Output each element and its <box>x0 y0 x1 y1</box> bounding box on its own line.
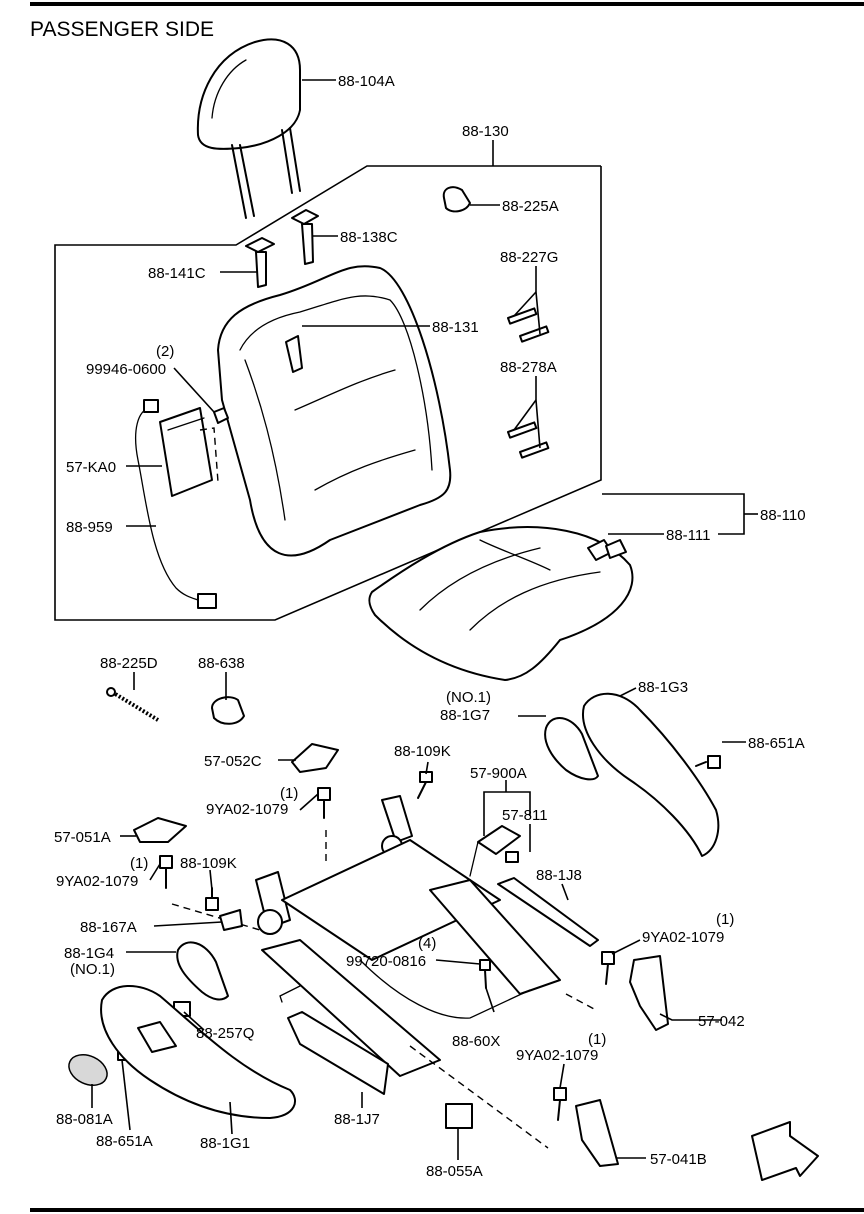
label-88-225A: 88-225A <box>502 198 559 215</box>
label-no1-b: (NO.1) <box>70 961 115 978</box>
label-88-651A-b: 88-651A <box>96 1133 153 1150</box>
label-9YA02-1079-d: 9YA02-1079 <box>516 1047 598 1064</box>
label-99946-0600: 99946-0600 <box>86 361 166 378</box>
label-88-1G4: 88-1G4 <box>64 945 114 962</box>
label-88-1G7: 88-1G7 <box>440 707 490 724</box>
label-88-055A: 88-055A <box>426 1163 483 1180</box>
label-88-109K-b: 88-109K <box>180 855 237 872</box>
headrest-guide-88-138C <box>291 209 321 289</box>
clip-88-167A <box>219 909 243 931</box>
label-qty-1-a: (1) <box>280 785 298 802</box>
label-88-278A: 88-278A <box>500 359 557 376</box>
label-88-141C: 88-141C <box>148 265 206 282</box>
label-88-1J8: 88-1J8 <box>536 867 582 884</box>
cover-57-042 <box>629 955 669 1031</box>
seat-cushion-88-110 <box>368 526 634 681</box>
rail-cover-88-1J8 <box>497 877 599 947</box>
label-88-638: 88-638 <box>198 655 245 672</box>
cover-57-041B <box>575 1099 619 1167</box>
bolt-9YA02-1079-c <box>601 951 615 985</box>
clip-88-638 <box>211 696 245 725</box>
bolt-88-651A-a <box>695 755 721 769</box>
cover-88-1J7 <box>287 1011 389 1095</box>
label-9YA02-1079-c: 9YA02-1079 <box>642 929 724 946</box>
cover-88-1G4 <box>176 941 229 1001</box>
buckle-57-900A <box>469 825 521 877</box>
label-88-111: 88-111 <box>666 527 710 544</box>
label-88-167A: 88-167A <box>80 919 137 936</box>
label-88-110: 88-110 <box>760 507 806 524</box>
label-88-1G1: 88-1G1 <box>200 1135 250 1152</box>
cap-88-081A <box>68 1054 108 1086</box>
headrest-guide-88-141C <box>245 237 275 313</box>
label-88-1G3: 88-1G3 <box>638 679 688 696</box>
label-99720-0816: 99720-0816 <box>346 953 426 970</box>
label-57-041B: 57-041B <box>650 1151 707 1168</box>
pins-88-227G <box>507 307 550 343</box>
seatback-assembly-outline <box>54 165 602 621</box>
bracket-57-052C <box>291 743 339 773</box>
label-88-959: 88-959 <box>66 519 113 536</box>
label-qty-2: (2) <box>156 343 174 360</box>
label-qty-1-b: (1) <box>130 855 148 872</box>
bracket-57-051A <box>133 817 187 843</box>
label-57-052C: 57-052C <box>204 753 262 770</box>
side-airbag-57-KA0 <box>159 407 229 497</box>
clip-88-225A <box>442 186 471 213</box>
label-88-225D: 88-225D <box>100 655 158 672</box>
label-88-138C: 88-138C <box>340 229 398 246</box>
label-qty-1-d: (1) <box>588 1031 606 1048</box>
label-88-227G: 88-227G <box>500 249 558 266</box>
bolt-9YA02-1079-a <box>317 787 331 819</box>
cable-tie-88-225D <box>106 687 160 722</box>
cover-88-1G1 <box>100 984 296 1119</box>
label-57-811: 57-811 <box>502 807 548 824</box>
label-88-081A: 88-081A <box>56 1111 113 1128</box>
label-57-KA0: 57-KA0 <box>66 459 116 476</box>
label-no1-a: (NO.1) <box>446 689 491 706</box>
label-88-257Q: 88-257Q <box>196 1025 254 1042</box>
label-88-104A: 88-104A <box>338 73 395 90</box>
seat-frame-88-60X <box>171 795 597 1149</box>
bolt-99720-0816 <box>479 959 491 989</box>
label-57-051A: 57-051A <box>54 829 111 846</box>
pins-88-278A <box>506 421 550 459</box>
label-88-109K-a: 88-109K <box>394 743 451 760</box>
label-88-60X: 88-60X <box>452 1033 500 1050</box>
bolt-9YA02-1079-d <box>553 1087 567 1121</box>
bolt-88-109K-b <box>205 887 219 911</box>
bolt-9YA02-1079-b <box>159 855 173 889</box>
bolt-88-109K-a <box>417 771 433 799</box>
label-88-1J7: 88-1J7 <box>334 1111 380 1128</box>
label-9YA02-1079-a: 9YA02-1079 <box>206 801 288 818</box>
label-88-131: 88-131 <box>432 319 479 336</box>
label-qty-1-c: (1) <box>716 911 734 928</box>
seatback-cushion <box>217 265 452 557</box>
callout-labels: 88-104A 88-130 88-225A 88-138C 88-227G 8… <box>54 73 806 1180</box>
label-57-042: 57-042 <box>698 1013 745 1030</box>
cover-88-1G1-opening <box>137 1021 177 1053</box>
headrest-88-104A <box>196 38 301 219</box>
cap-88-055A <box>445 1103 473 1129</box>
label-57-900A: 57-900A <box>470 765 527 782</box>
label-qty-4: (4) <box>418 935 436 952</box>
forward-arrow-icon <box>751 1121 819 1181</box>
label-9YA02-1079-b: 9YA02-1079 <box>56 873 138 890</box>
clip-88-131 <box>285 335 303 373</box>
cover-88-1G3 <box>582 692 720 857</box>
harness-88-959 <box>135 399 217 609</box>
page-title: PASSENGER SIDE <box>30 18 214 41</box>
label-88-651A-a: 88-651A <box>748 735 805 752</box>
cover-88-1G7 <box>544 717 599 781</box>
leader-lines <box>91 79 758 1160</box>
label-88-130: 88-130 <box>462 123 509 140</box>
